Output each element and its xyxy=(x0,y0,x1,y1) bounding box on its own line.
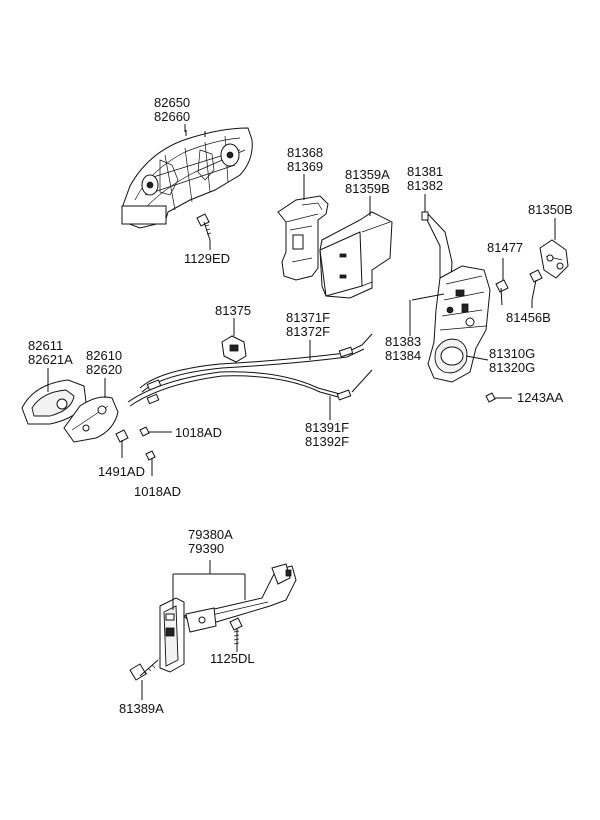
checker-bolt-drawing xyxy=(229,617,243,652)
latch-screw-drawing xyxy=(485,392,512,403)
part-label-striker-bolt: 81477 xyxy=(487,240,524,255)
lock-bracket-drawing xyxy=(277,195,329,281)
part-label-cable-clip: 81375 xyxy=(215,303,252,318)
part-label-checker-screw: 81389A xyxy=(119,701,164,716)
handle-screw-b-drawing xyxy=(145,450,156,476)
lock-cover-drawing xyxy=(319,211,393,299)
part-label-striker-screw: 81456B xyxy=(506,310,551,325)
part-label-handle-clip: 1491AD xyxy=(98,464,145,479)
outside-handle-drawing xyxy=(121,127,253,229)
cable-clip-drawing xyxy=(221,335,247,363)
inside-handle-bezel-drawing xyxy=(21,379,87,425)
inside-handle-drawing xyxy=(63,396,119,443)
checker-screw-drawing xyxy=(129,659,159,700)
striker-screw-drawing xyxy=(529,269,543,301)
upper-cable-drawing xyxy=(139,333,373,393)
part-label-latch-screw: 1243AA xyxy=(517,390,564,405)
lower-cable-drawing xyxy=(127,369,373,407)
door-latch-drawing xyxy=(411,265,491,383)
part-label-handle-screw-b: 1018AD xyxy=(134,484,181,499)
door-checker-drawing xyxy=(159,563,297,673)
leader-door-latch xyxy=(465,355,489,361)
striker-bolt-drawing xyxy=(495,279,509,306)
part-label-handle-screw-a: 1018AD xyxy=(175,425,222,440)
handle-screw-a-drawing xyxy=(139,426,172,437)
striker-drawing xyxy=(539,239,569,279)
handle-screw-drawing xyxy=(196,213,212,241)
door-checker-bracket-leader xyxy=(172,560,246,610)
part-label-handle-screw: 1129ED xyxy=(184,251,231,266)
part-label-striker: 81350B xyxy=(528,202,573,217)
handle-clip-drawing xyxy=(115,429,129,458)
part-label-checker-bolt: 1125DL xyxy=(210,651,255,666)
